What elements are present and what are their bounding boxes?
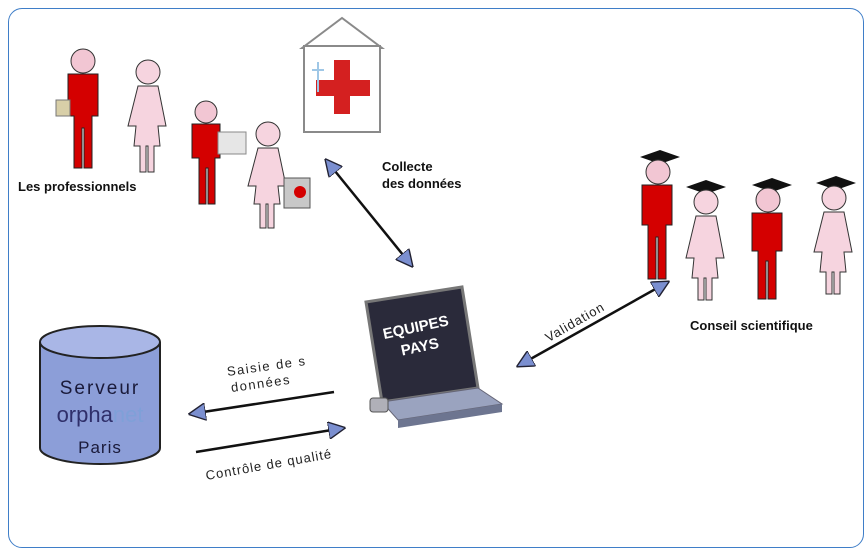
collect-label: Collecte des données xyxy=(382,158,502,192)
collect-arrow xyxy=(326,160,412,266)
female-figure xyxy=(685,180,726,301)
male-figure xyxy=(55,48,99,169)
laptop-icon xyxy=(364,285,504,428)
female-figure xyxy=(813,176,856,295)
scientific-council-group xyxy=(640,150,856,301)
server-location: Paris xyxy=(78,438,122,457)
female-figure xyxy=(247,121,311,229)
collect-label-line1: Collecte xyxy=(382,159,433,174)
professionals-group xyxy=(55,48,311,229)
collect-label-line2: des données xyxy=(382,176,462,191)
logo-part-orpha: orpha xyxy=(56,402,113,427)
validation-arrow xyxy=(518,282,668,366)
entry-arrow xyxy=(190,390,335,414)
male-figure xyxy=(751,178,792,300)
male-figure xyxy=(640,150,680,280)
female-figure xyxy=(127,59,167,173)
council-label: Conseil scientifique xyxy=(690,318,813,333)
logo-part-net: net xyxy=(112,402,144,427)
server-title: Serveur xyxy=(59,378,141,399)
orphanet-logo: orphanet xyxy=(40,402,160,428)
male-figure xyxy=(191,100,247,205)
professionals-label: Les professionnels xyxy=(18,179,137,194)
quality-arrow xyxy=(195,428,344,454)
hospital-icon xyxy=(299,16,385,133)
server-cylinder xyxy=(39,325,161,465)
